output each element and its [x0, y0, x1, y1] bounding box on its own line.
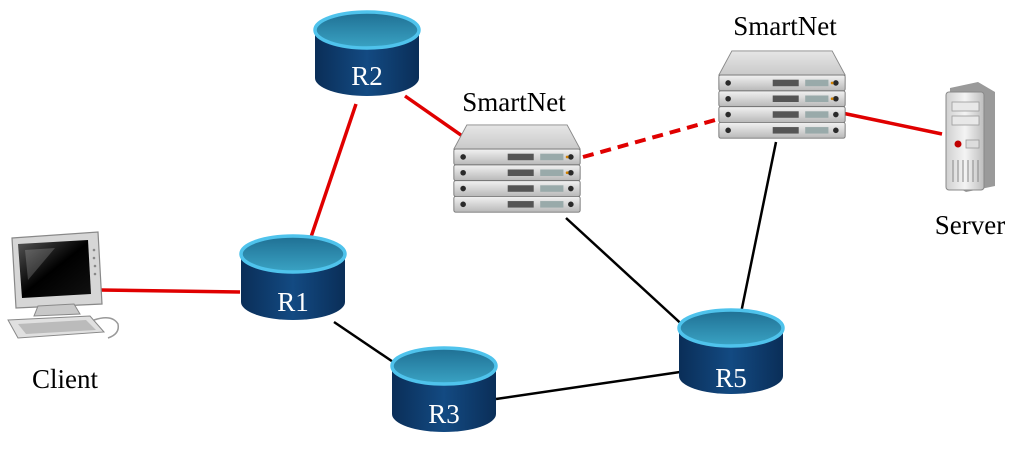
- link-smartnet-b-server: [841, 111, 943, 136]
- router-r2: R2: [313, 10, 421, 98]
- server-tower-icon: [945, 82, 995, 192]
- smartnet-b-label: SmartNet: [733, 11, 837, 41]
- router-r5-label: R5: [715, 363, 747, 393]
- link-r2-smartnet-a: [403, 94, 470, 142]
- client-label: Client: [32, 364, 98, 394]
- link-r1-r2: [308, 103, 358, 241]
- smartnet-a: SmartNet: [453, 87, 581, 213]
- server-label: Server: [935, 210, 1005, 240]
- smartnet-b: SmartNet: [718, 11, 846, 139]
- smartnet-a-label: SmartNet: [462, 87, 566, 117]
- link-r3-r5: [495, 370, 681, 401]
- router-r1: R1: [239, 234, 347, 322]
- router-r2-label: R2: [351, 61, 383, 91]
- link-smartnet-b-r5: [739, 141, 778, 314]
- router-r3: R3: [390, 346, 498, 434]
- links: [99, 94, 943, 401]
- link-client-r1: [99, 288, 241, 294]
- client: Client: [7, 231, 120, 394]
- router-r1-label: R1: [277, 287, 309, 317]
- link-r1-r3: [333, 320, 403, 370]
- server: Server: [935, 82, 1005, 240]
- client-computer-icon: [7, 231, 120, 339]
- link-smartnet-a-smartnet-b: [582, 115, 727, 159]
- router-r3-label: R3: [428, 399, 460, 429]
- router-r5: R5: [677, 308, 785, 396]
- link-smartnet-a-r5: [565, 217, 689, 331]
